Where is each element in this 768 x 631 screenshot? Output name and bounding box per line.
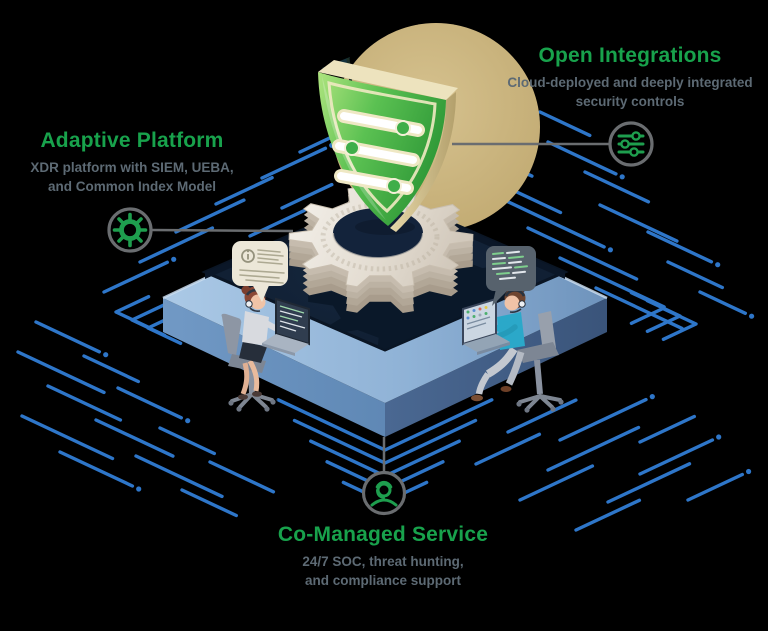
co-managed-service-title: Co-Managed Service [277,523,489,546]
sliders-icon [608,121,654,167]
face-right [504,295,520,311]
headset-person-icon [361,470,407,516]
platform-side-left [163,298,385,437]
laptop-left [262,297,310,356]
shield-illustration [318,57,458,232]
gear-hole-rim [332,232,424,259]
code-speech-bubble [486,246,536,306]
blouse [242,311,269,346]
chair-seat-right [517,342,559,363]
gear-engraving [320,202,440,272]
shield-top-face [318,60,458,100]
co-managed-service-subtitle: 24/7 SOC, threat hunting,and compliance … [302,554,464,588]
analyst-right [462,287,564,413]
analyst-left [221,285,310,412]
callout-adaptive-platform: Adaptive Platform XDR platform with SIEM… [30,129,233,196]
callout-co-managed-service: Co-Managed Service 24/7 SOC, threat hunt… [278,523,488,590]
shield-side-face [390,92,456,232]
gear-icon [107,207,153,253]
callout-connectors [150,142,610,473]
shield-slider-bars [332,109,425,195]
laptop-right [462,297,510,355]
adaptive-platform-subtitle: XDR platform with SIEM, UEBA,and Common … [30,160,234,194]
info-speech-bubble [232,241,288,302]
info-icon [241,249,255,263]
adaptive-platform-title: Adaptive Platform [40,129,224,152]
skirt [239,341,267,363]
callout-open-integrations: Open Integrations Cloud-deployed and dee… [507,44,752,111]
chair-back-right [538,311,556,352]
connector-adaptive [150,228,294,233]
open-integrations-title: Open Integrations [538,44,722,67]
chair-back-left [221,313,242,356]
